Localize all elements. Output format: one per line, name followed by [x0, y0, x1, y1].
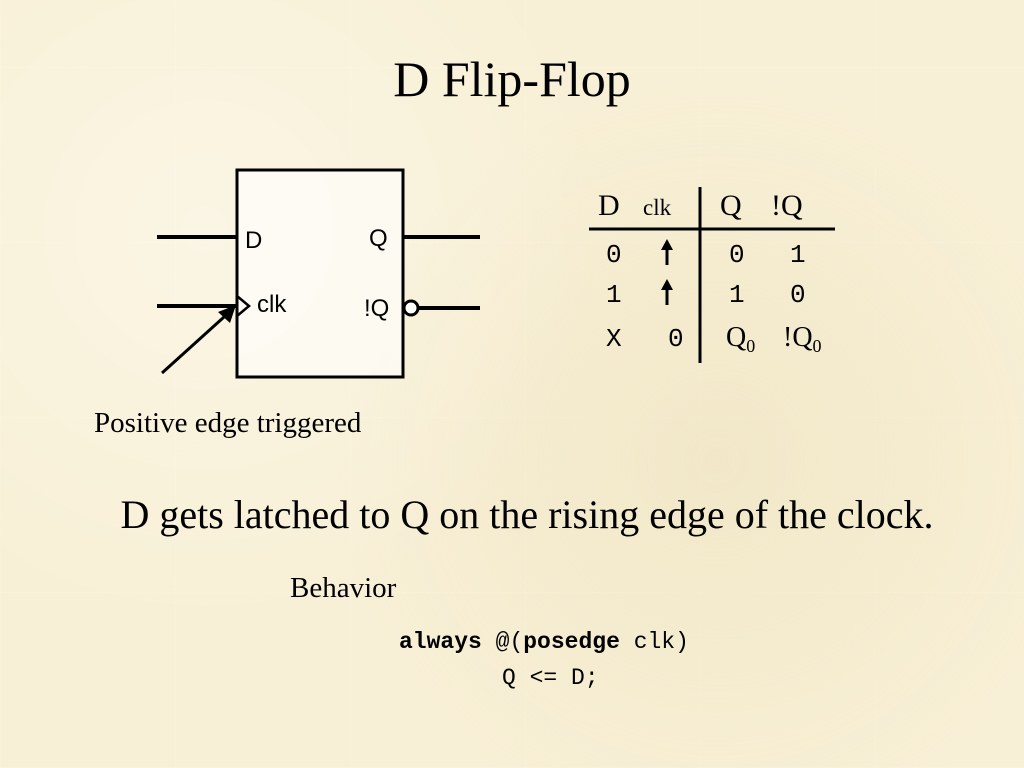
row1-d: 0 [606, 240, 622, 270]
up-arrow-icon [661, 279, 673, 305]
header-qbar: !Q [771, 189, 803, 222]
row2-d: 1 [606, 280, 622, 310]
header-q: Q [720, 189, 742, 222]
row1-q: 0 [729, 240, 745, 270]
flip-flop-symbol: D Q clk !Q [157, 168, 480, 379]
clk-pin-label: clk [257, 291, 287, 318]
row3-clk: 0 [668, 324, 684, 354]
inversion-bubble [402, 299, 420, 317]
code-line-assign: Q <= D; [502, 665, 599, 691]
clk-pointer-arrow [160, 315, 226, 375]
row2-q: 1 [729, 280, 745, 310]
up-arrow-icon [661, 239, 673, 265]
header-d: D [598, 189, 620, 222]
code-sensitivity: clk) [633, 629, 689, 655]
keyword-posedge: posedge [523, 629, 620, 655]
arrow-head-icon [218, 305, 236, 323]
row3-d: X [606, 324, 622, 354]
code-at-paren: @( [495, 629, 524, 655]
clock-edge-indicator [236, 295, 251, 317]
caption-positive-edge: Positive edge triggered [94, 407, 362, 439]
flip-flop-body [235, 168, 405, 379]
slide-title: D Flip-Flop [393, 51, 631, 107]
behavior-label: Behavior [290, 572, 397, 604]
row3-qbar: !Q0 [783, 322, 822, 356]
qbar-pin-label: !Q [364, 295, 389, 322]
truth-table: D clk Q !Q 0 0 1 1 1 0 X 0 Q0 !Q0 [589, 187, 835, 363]
q-pin-label: Q [369, 225, 388, 252]
row3-q-subscript: 0 [746, 336, 755, 356]
row1-qbar: 1 [790, 240, 806, 270]
row2-qbar: 0 [790, 280, 806, 310]
row3-q: Q0 [726, 322, 755, 356]
row3-q-main: Q [726, 322, 746, 353]
keyword-always: always [399, 629, 482, 655]
code-line-always: always @(posedge clk) [399, 628, 689, 656]
d-pin-label: D [245, 227, 262, 254]
row3-qbar-main: !Q [783, 322, 813, 353]
latch-statement: D gets latched to Q on the rising edge o… [120, 492, 934, 537]
row3-qbar-subscript: 0 [813, 336, 822, 356]
header-clk: clk [643, 195, 672, 220]
